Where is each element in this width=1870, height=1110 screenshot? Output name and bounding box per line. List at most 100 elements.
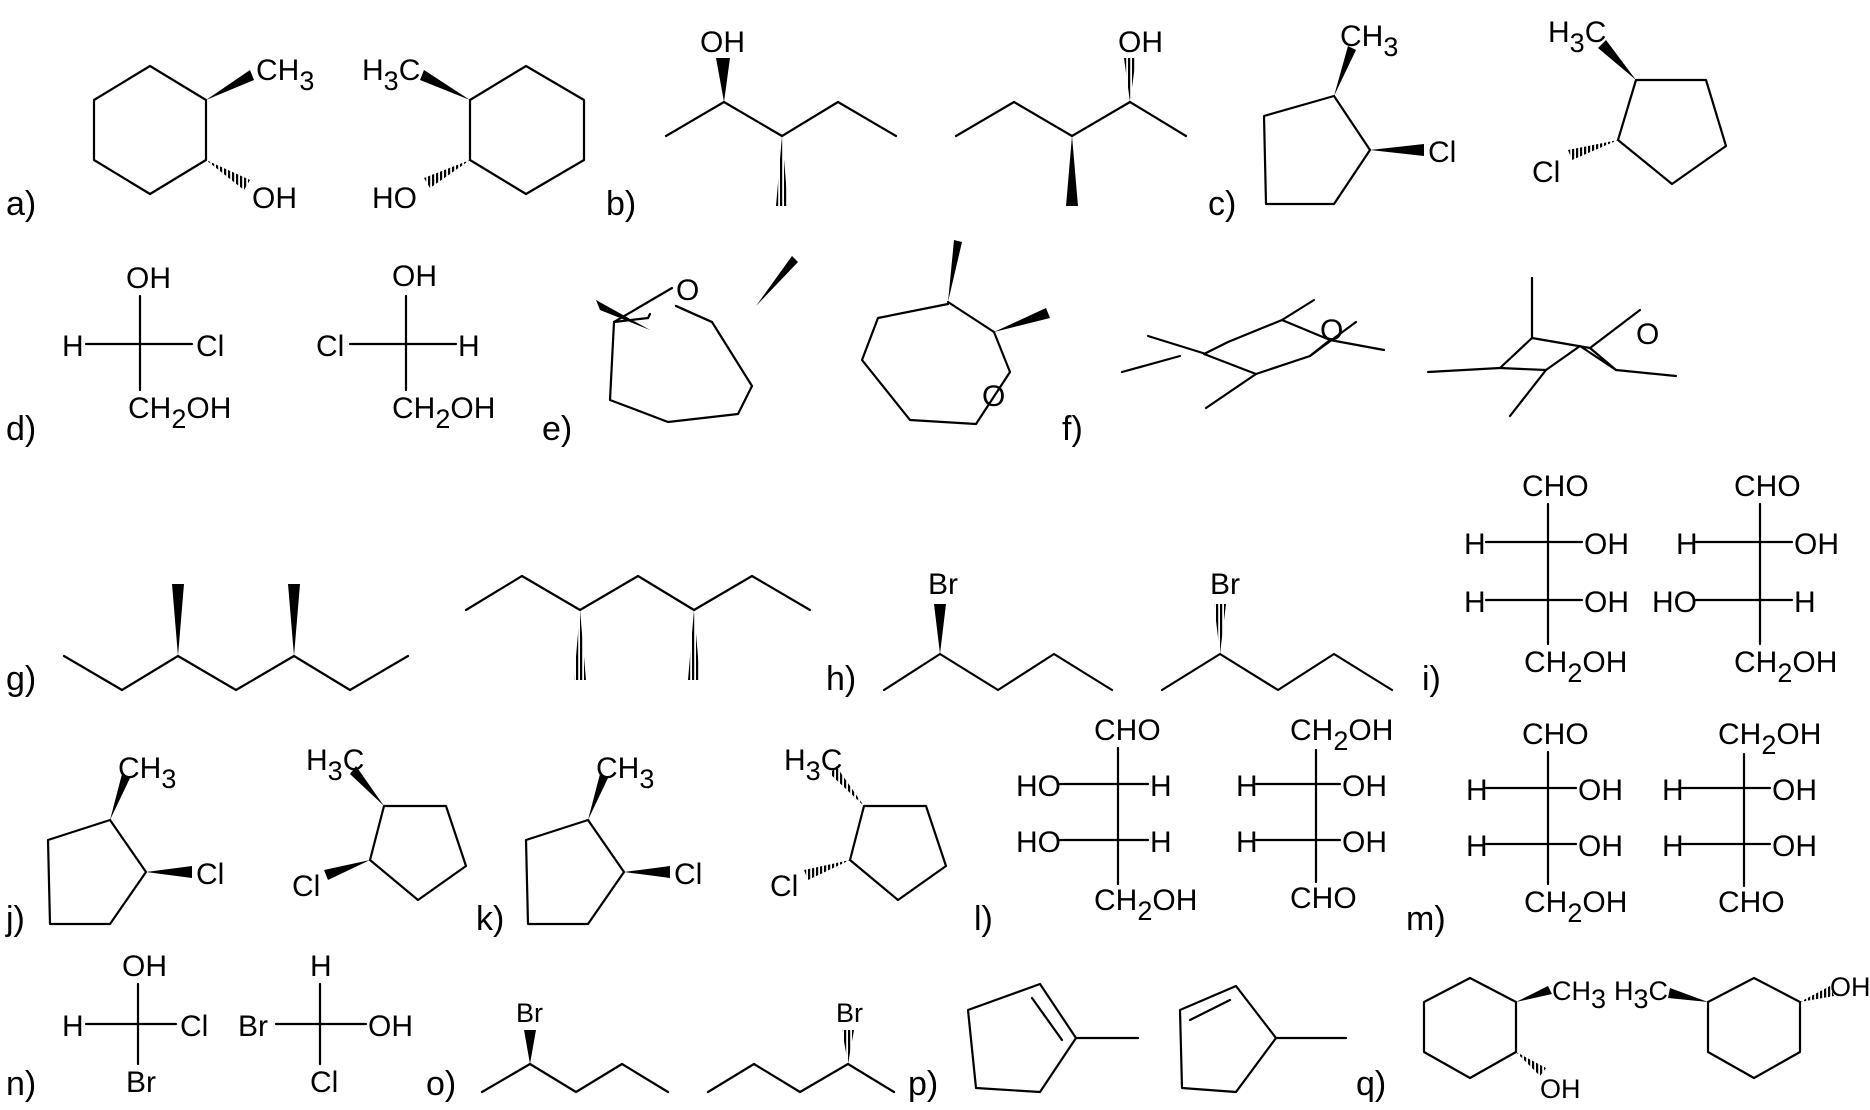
atom-br: Br: [238, 1010, 268, 1043]
atom-br: Br: [126, 1066, 156, 1099]
molecule-h-left: Br: [882, 568, 1114, 692]
molecule-a-right: H3C HO: [362, 54, 586, 215]
atom-h: H: [1466, 830, 1488, 863]
molecule-e-right: O: [860, 240, 1050, 426]
atom-o: O: [982, 380, 1005, 413]
atom-oh: OH: [368, 1010, 413, 1043]
atom-h: H: [458, 330, 480, 363]
molecule-n-right: H Br OH Cl: [238, 950, 413, 1099]
atom-oh: OH: [1772, 830, 1817, 863]
molecule-i-right: CHO H OH HO H CH2OH: [1652, 470, 1839, 688]
atom-h: H: [62, 1010, 84, 1043]
atom-h: H: [1464, 586, 1486, 619]
atom-cl: Cl: [674, 858, 702, 891]
atom-oh: OH: [1342, 826, 1387, 859]
molecule-n-left: OH H Cl Br: [62, 950, 208, 1099]
label-d: d): [6, 410, 36, 448]
label-c: c): [1208, 185, 1236, 223]
atom-oh: OH: [1584, 528, 1629, 561]
atom-ho: HO: [1016, 826, 1061, 859]
atom-cho: CHO: [1094, 714, 1161, 747]
atom-br: Br: [928, 568, 958, 601]
atom-cl: Cl: [292, 870, 320, 903]
molecule-a-left: CH3 OH: [92, 54, 314, 215]
molecule-m-right: CH2OH H OH H OH CHO: [1662, 718, 1821, 919]
atom-cl: Cl: [1532, 156, 1560, 189]
molecule-g-right: [464, 574, 812, 680]
atom-h3c: H3C: [784, 744, 842, 786]
atom-oh: OH: [252, 182, 297, 215]
atom-h: H: [1150, 826, 1172, 859]
atom-ch2oh: CH2OH: [1524, 646, 1627, 688]
atom-o: O: [1636, 318, 1659, 351]
molecule-j-right: H3C Cl: [292, 744, 468, 903]
label-b: b): [606, 185, 636, 223]
molecule-d-left: OH H Cl CH2OH: [62, 262, 231, 434]
label-i: i): [1422, 660, 1441, 698]
label-l: l): [974, 900, 993, 938]
label-f: f): [1062, 410, 1083, 448]
atom-h: H: [1236, 770, 1258, 803]
label-e: e): [542, 410, 572, 448]
atom-cho: CHO: [1522, 718, 1589, 751]
atom-cl: Cl: [180, 1010, 208, 1043]
atom-ch3: CH3: [1552, 976, 1606, 1014]
molecule-m-left: CHO H OH H OH CH2OH: [1466, 718, 1627, 928]
atom-cl: Cl: [770, 870, 798, 903]
label-o: o): [426, 1065, 456, 1103]
atom-ch2oh: CH2OH: [128, 392, 231, 434]
molecule-q-left: CH3 OH: [1422, 976, 1606, 1104]
label-n: n): [6, 1065, 36, 1103]
atom-cho: CHO: [1290, 882, 1357, 915]
atom-h3c: H3C: [1548, 16, 1606, 58]
atom-h: H: [62, 330, 84, 363]
atom-h: H: [1464, 528, 1486, 561]
atom-h: H: [1236, 826, 1258, 859]
label-q: q): [1356, 1065, 1386, 1103]
atom-cl: Cl: [310, 1066, 338, 1099]
atom-ch2oh: CH2OH: [1734, 646, 1837, 688]
atom-ch3: CH3: [118, 752, 176, 794]
molecule-k-right: H3C Cl: [770, 744, 948, 903]
atom-h: H: [1150, 770, 1172, 803]
molecule-c-right: H3C Cl: [1532, 16, 1728, 189]
atom-br: Br: [1210, 568, 1240, 601]
atom-h3c: H3C: [306, 744, 364, 786]
atom-h: H: [1676, 528, 1698, 561]
molecule-b-left: OH: [664, 26, 898, 206]
atom-oh: OH: [1578, 830, 1623, 863]
atom-ch2oh: CH2OH: [1718, 718, 1821, 760]
atom-oh: OH: [1118, 26, 1163, 59]
atom-ch2oh: CH2OH: [1094, 884, 1197, 926]
molecule-l-right: CH2OH H OH H OH CHO: [1236, 714, 1393, 915]
molecule-g-left: [62, 584, 410, 692]
label-h: h): [826, 660, 856, 698]
atom-h: H: [310, 950, 332, 983]
atom-h: H: [1466, 774, 1488, 807]
atom-o: O: [676, 274, 699, 307]
atom-oh: OH: [700, 26, 745, 59]
molecule-b-right: OH: [954, 26, 1188, 206]
atom-cl: Cl: [196, 858, 224, 891]
atom-oh: OH: [122, 950, 167, 983]
atom-ch3: CH3: [1340, 20, 1398, 62]
atom-cho: CHO: [1522, 470, 1589, 503]
atom-oh: OH: [126, 262, 171, 295]
atom-ho: HO: [372, 182, 417, 215]
atom-cl: Cl: [316, 330, 344, 363]
atom-ch2oh: CH2OH: [392, 392, 495, 434]
molecule-i-left: CHO H OH H OH CH2OH: [1464, 470, 1629, 688]
atom-h: H: [1662, 774, 1684, 807]
atom-cho: CHO: [1718, 886, 1785, 919]
problem-labels: a) b) c) d) e) f) g) h) i) j) k) l) m) n…: [5, 185, 1446, 1103]
molecule-e-left: O: [596, 256, 798, 424]
label-a: a): [6, 185, 36, 223]
atom-oh: OH: [1540, 1074, 1581, 1104]
atom-oh: OH: [1772, 774, 1817, 807]
molecule-p-right: [1178, 984, 1348, 1094]
molecule-j-left: CH3 Cl: [46, 752, 224, 926]
atom-cho: CHO: [1734, 470, 1801, 503]
atom-ho: HO: [1652, 586, 1697, 619]
atom-ch3: CH3: [596, 752, 654, 794]
